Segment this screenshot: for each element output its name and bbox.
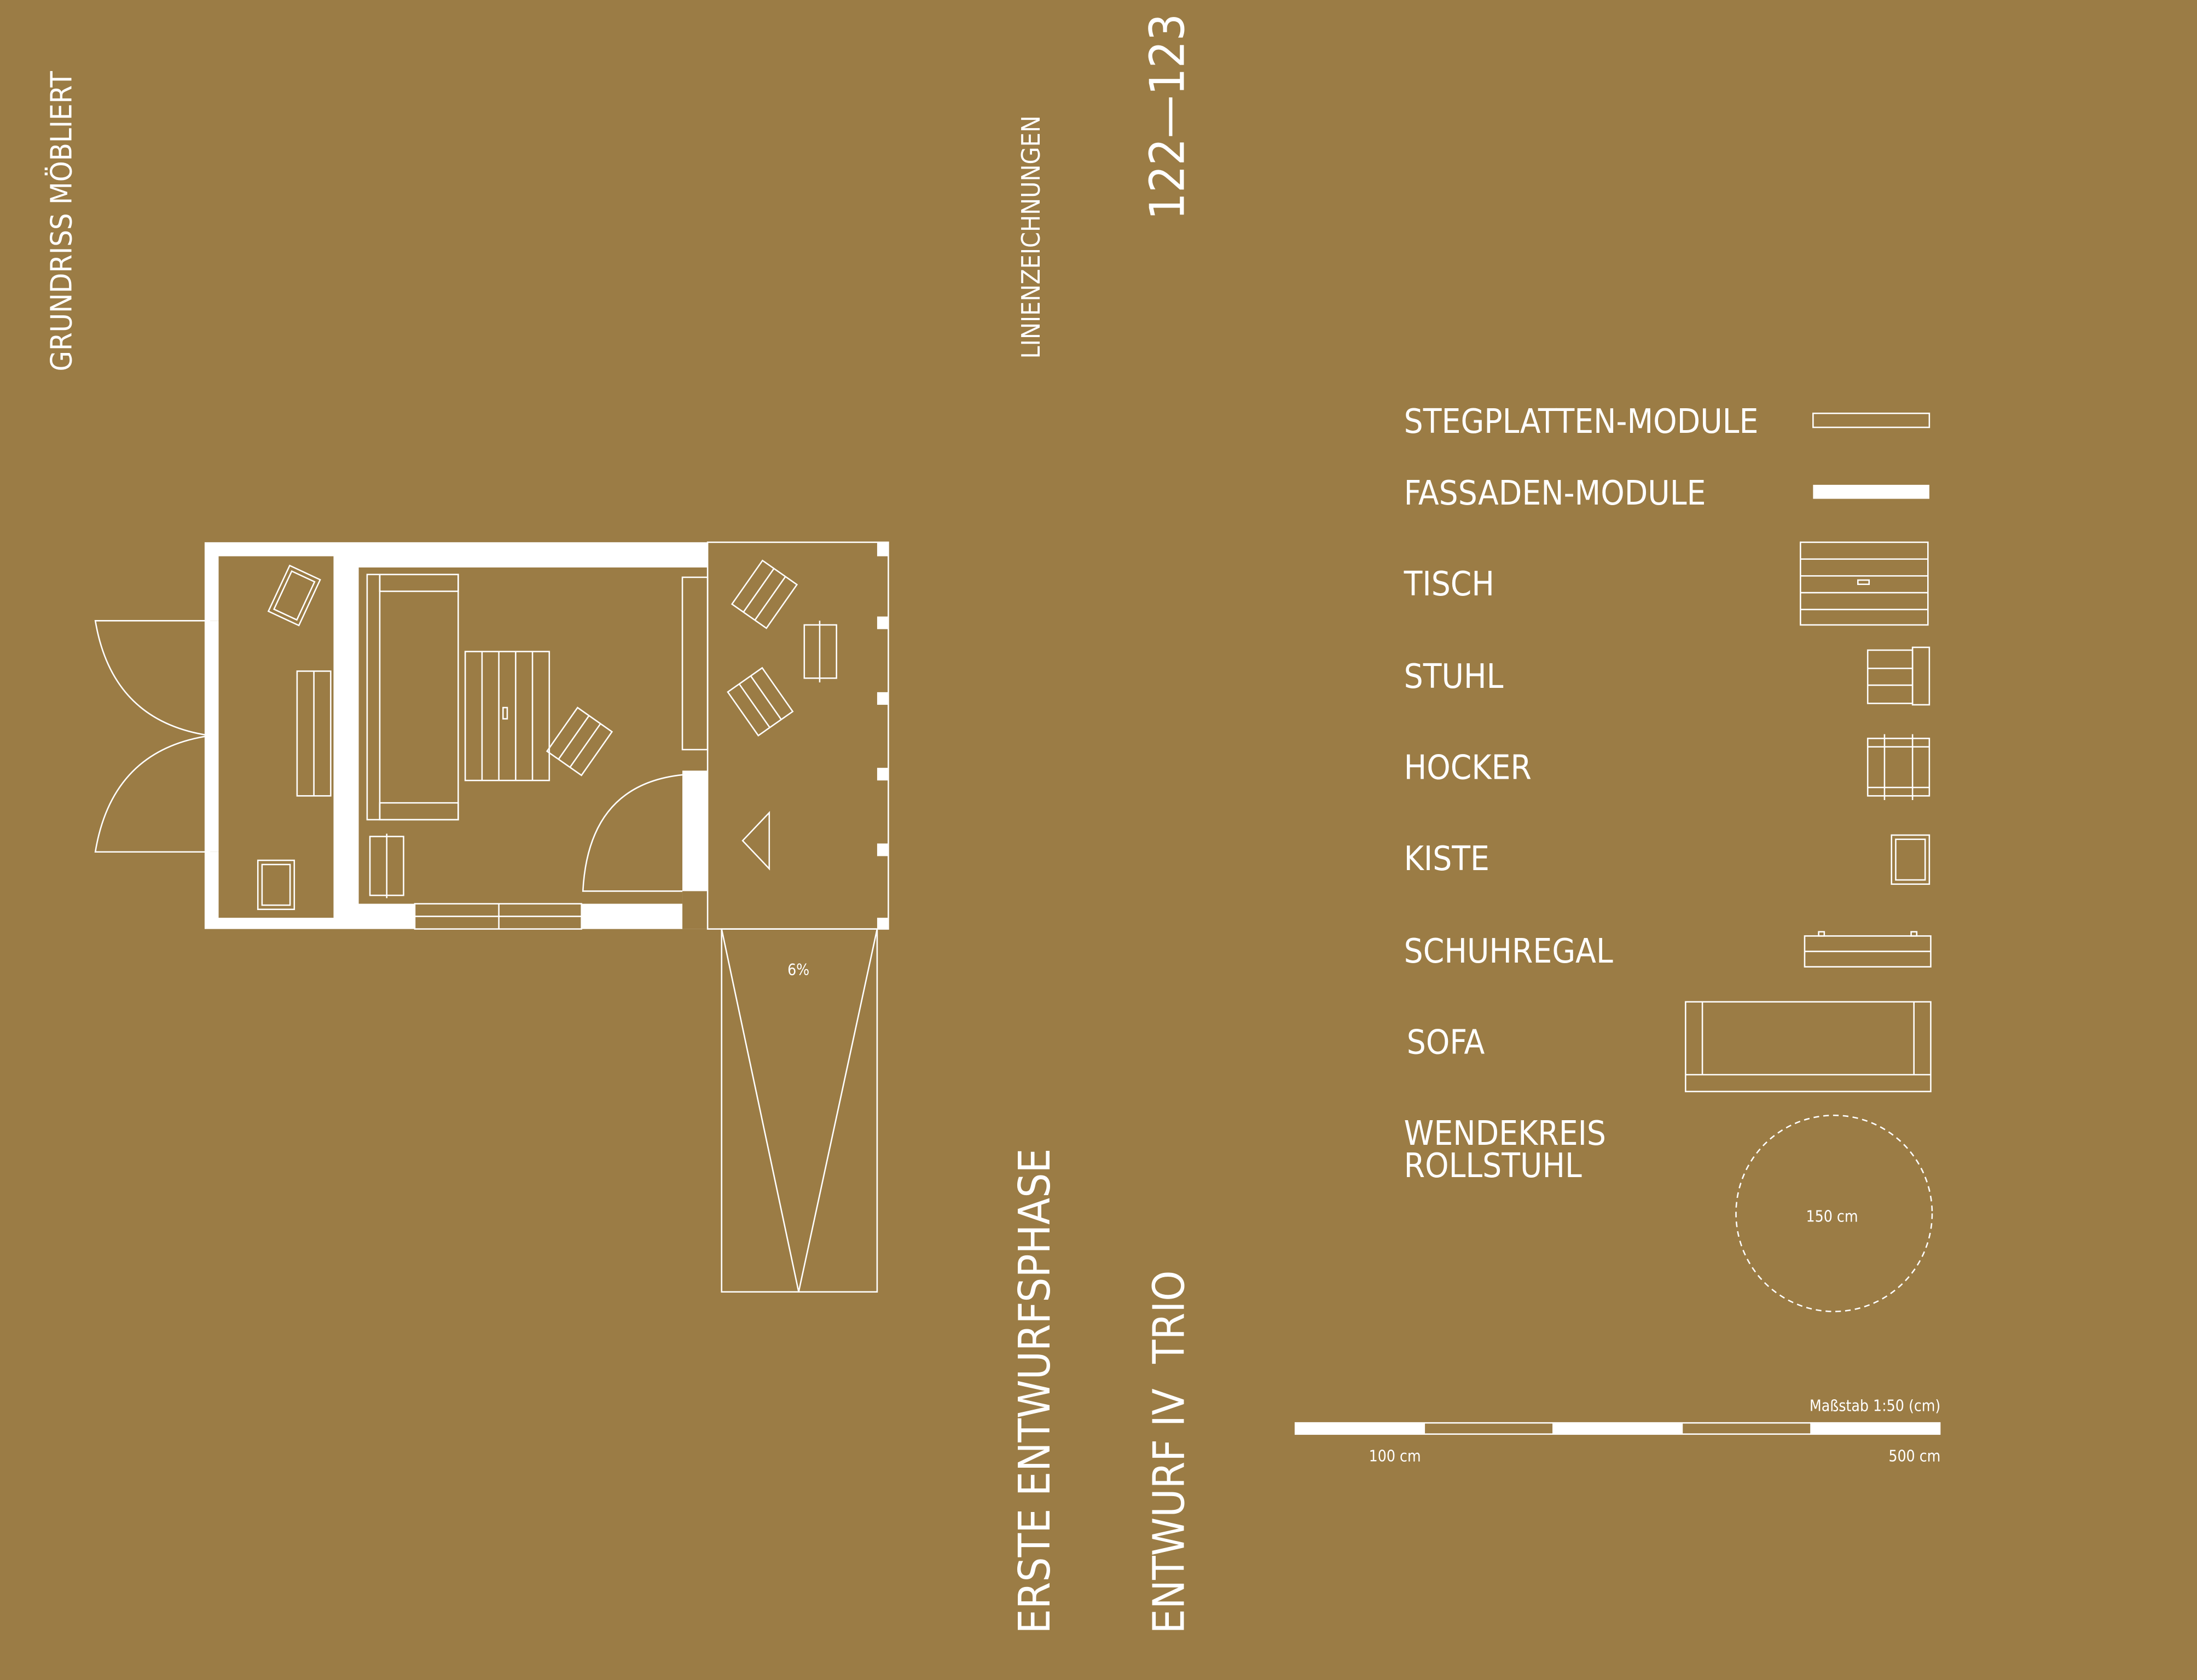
phase-title: ERSTE ENTWURFSPHASE [1009,1148,1060,1633]
legend-label: HOCKER [1404,749,1532,787]
table-symbol [1800,541,1929,626]
window-right [681,576,709,751]
wheelchair-label-1: WENDEKREIS [1404,1114,1606,1153]
floor-plan: 6% [94,541,889,1293]
scale-title: Maßstab 1:50 (cm) [1810,1397,1940,1415]
legend-label: SCHUHREGAL [1404,932,1613,971]
design-title: ENTWURF IV TRIO [1144,1271,1195,1634]
scale-bar: Maßstab 1:50 (cm) 100 cm 500 cm [1294,1397,1941,1465]
furniture [257,559,837,911]
turning-circle-symbol [1735,1114,1933,1312]
entrance-door [582,774,683,892]
chair-symbol [1866,646,1931,706]
legend-label: SOFA [1407,1023,1485,1062]
wheelchair-label-2: ROLLSTUHL [1404,1146,1582,1185]
page-numbers: 122—123 [1140,14,1196,220]
stool-symbol [1866,734,1931,801]
legend: STEGPLATTEN-MODULE FASSADEN-MODULE TISCH… [1404,402,1933,1312]
shoe-rack-symbol [1804,931,1932,968]
legend-label: FASSADEN-MODULE [1404,474,1706,513]
double-door [94,620,211,853]
legend-label: KISTE [1404,839,1489,878]
scale-left-label: 100 cm [1369,1447,1421,1465]
turning-circle-diameter: 150 cm [1806,1208,1858,1226]
legend-label: TISCH [1404,565,1494,604]
entry-arrow-icon [741,810,770,871]
plan-title: GRUNDRISS MÖBLIERT [44,71,79,372]
ramp-slope: 6% [787,961,809,979]
legend-label: STUHL [1404,657,1504,696]
category-title: LINIENZEICHNUNGEN [1016,115,1046,358]
stegplatten-module-symbol [1812,413,1931,428]
sofa-symbol [1685,1001,1932,1092]
box-symbol [1891,834,1931,885]
legend-label: STEGPLATTEN-MODULE [1404,402,1759,441]
ramp [721,928,878,1293]
scale-right-label: 500 cm [1888,1447,1940,1465]
walls [204,542,708,929]
fassaden-module-symbol [1813,484,1929,499]
